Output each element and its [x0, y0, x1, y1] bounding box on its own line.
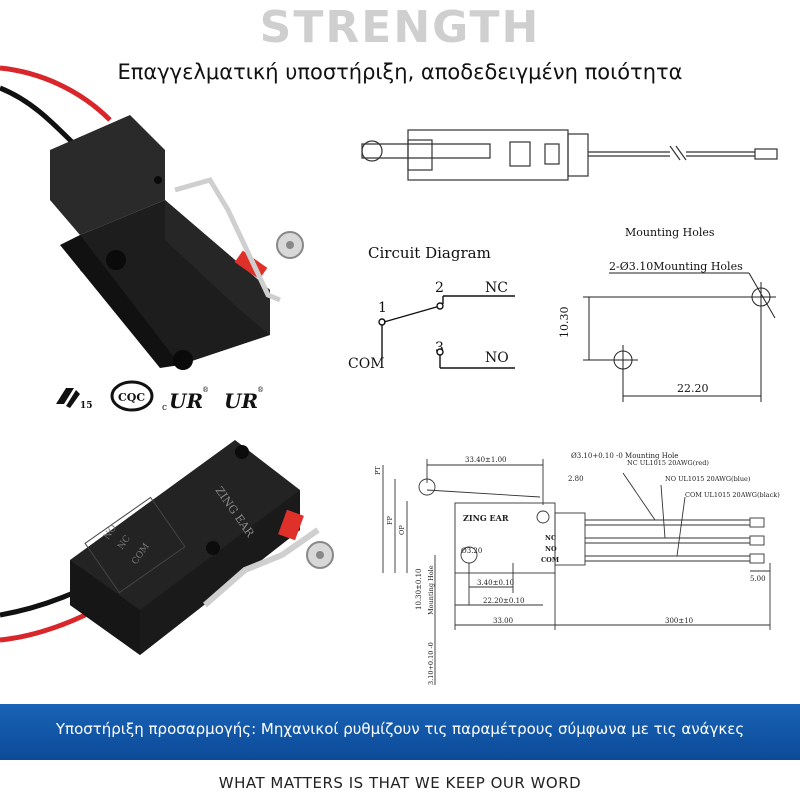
svg-text:®: ® [202, 386, 209, 394]
product-photo-top: NO NC COM ZING EAR [0, 440, 334, 655]
dim-fp: FP [386, 515, 394, 525]
mount-hole [235, 445, 249, 459]
dimension-drawing: 33.40±1.00 Ø3.10+0.10 -0 Mounting Hole 2… [374, 452, 780, 685]
pin-2-label: 2 [435, 280, 444, 296]
page-subtitle: Επαγγελματική υποστήριξη, αποδεδειγμένη … [117, 60, 683, 84]
certification-mark-ur: UR ® [224, 386, 264, 413]
info-banner-text: Υποστήριξη προσαρμογής: Μηχανικοί ρυθμίζ… [55, 720, 745, 738]
hole-note: Ø3.10+0.10 -0 Mounting Hole [571, 452, 678, 460]
circuit-diagram: Circuit Diagram 1 2 3 COM NC NO [348, 244, 515, 372]
dim-3-40: 3.40±0.10 [477, 579, 514, 587]
drawing-com: COM [541, 556, 559, 564]
certification-mark-1: 15 [56, 388, 93, 411]
info-banner [0, 704, 800, 760]
wire-red [0, 65, 112, 122]
mounting-holes-diagram: Mounting Holes 2-Ø3.10Mounting Holes 10.… [558, 226, 776, 402]
dim-horizontal: 22.20 [677, 382, 709, 395]
svg-text:®: ® [257, 386, 264, 394]
dim-2-80: 2.80 [568, 475, 584, 483]
drawing-brand: ZING EAR [463, 513, 509, 523]
pin-1-label: 1 [378, 300, 387, 316]
footer-slogan: WHAT MATTERS IS THAT WE KEEP OUR WORD [218, 774, 582, 792]
side-view-drawing [361, 129, 778, 181]
dim-vertical: 10.30 [558, 307, 571, 339]
certification-mark-cqc: CQC [110, 380, 154, 412]
wire-no-label: NO UL1015 20AWG(blue) [665, 475, 751, 483]
dia-label: Ø3.20 [461, 547, 482, 555]
mount-hole [206, 541, 220, 555]
lever [203, 527, 320, 608]
dim-top: 33.40±1.00 [465, 456, 507, 464]
certification-marks: 15 CQC c UR ® UR ® [56, 380, 264, 413]
pin-3-label: 3 [435, 340, 444, 356]
com-label: COM [348, 356, 385, 372]
wire-black [0, 85, 77, 147]
svg-text:CQC: CQC [118, 391, 145, 404]
mount-hole [173, 350, 193, 370]
mount-hole [106, 250, 126, 270]
mounting-title: Mounting Holes [625, 226, 715, 239]
dim-10-30: 10.30±0.10 [415, 569, 423, 611]
switch-body [50, 115, 304, 370]
dim-300: 300±10 [665, 617, 693, 625]
product-photo-side [0, 65, 304, 370]
no-label: NO [485, 350, 509, 366]
lever [174, 177, 281, 303]
mounting-note: 2-Ø3.10Mounting Holes [609, 260, 743, 273]
actuator-button [278, 509, 304, 541]
dim-mounting-hole: Mounting Hole [427, 565, 435, 615]
svg-text:UR: UR [224, 389, 258, 413]
circuit-title: Circuit Diagram [368, 244, 491, 262]
svg-text:UR: UR [169, 389, 203, 413]
svg-text:15: 15 [80, 401, 93, 411]
wire-nc-label: NC UL1015 20AWG(red) [627, 459, 709, 467]
drawing-no: NO [545, 545, 557, 553]
certification-mark-cur: c UR ® [162, 386, 209, 413]
drawing-nc: NC [545, 534, 556, 542]
nc-label: NC [485, 280, 508, 296]
switch-body: NO NC COM ZING EAR [70, 440, 334, 655]
dim-op: OP [398, 525, 406, 535]
hero-title: STRENGTH [259, 2, 541, 53]
dim-5-00: 5.00 [750, 575, 766, 583]
svg-text:c: c [162, 403, 167, 413]
dim-22-20: 22.20±0.10 [483, 597, 525, 605]
dim-33-00: 33.00 [493, 617, 513, 625]
dim-pt: PT [374, 466, 382, 475]
wire-com-label: COM UL1015 20AWG(black) [685, 491, 780, 499]
dim-3-10: 3.10+0.10 -0 [427, 642, 435, 685]
